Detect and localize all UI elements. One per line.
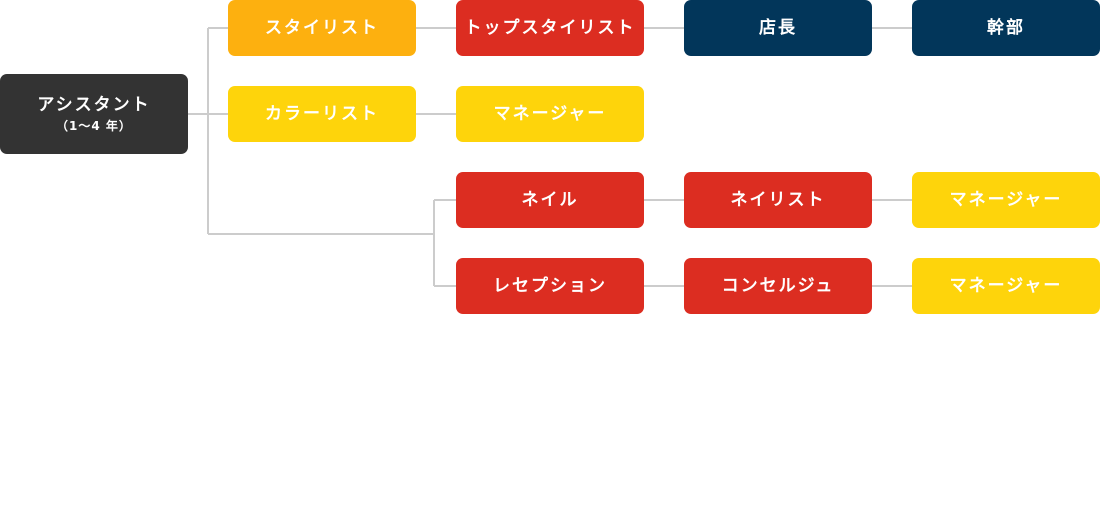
node-nailist: ネイリスト xyxy=(684,172,872,228)
node-top-stylist: トップスタイリスト xyxy=(456,0,644,56)
node-nail-label: ネイル xyxy=(521,189,579,210)
node-assistant-sub: （1〜4 年） xyxy=(56,119,132,133)
node-reception-label: レセプション xyxy=(493,275,607,296)
node-assistant: アシスタント （1〜4 年） xyxy=(0,74,188,154)
node-nail: ネイル xyxy=(456,172,644,228)
node-nail-manager: マネージャー xyxy=(912,172,1100,228)
node-colorist-manager: マネージャー xyxy=(456,86,644,142)
node-stylist: スタイリスト xyxy=(228,0,416,56)
node-nailist-label: ネイリスト xyxy=(730,189,826,210)
node-colorist-manager-label: マネージャー xyxy=(493,103,607,124)
node-colorist: カラーリスト xyxy=(228,86,416,142)
node-top-stylist-label: トップスタイリスト xyxy=(464,17,636,38)
node-nail-manager-label: マネージャー xyxy=(949,189,1063,210)
node-assistant-label: アシスタント xyxy=(37,94,151,115)
node-reception-manager: マネージャー xyxy=(912,258,1100,314)
node-concierge: コンセルジュ xyxy=(684,258,872,314)
node-store-manager-label: 店長 xyxy=(759,17,797,38)
node-stylist-label: スタイリスト xyxy=(265,17,379,38)
node-concierge-label: コンセルジュ xyxy=(721,275,835,296)
node-executive: 幹部 xyxy=(912,0,1100,56)
node-reception-manager-label: マネージャー xyxy=(949,275,1063,296)
node-store-manager: 店長 xyxy=(684,0,872,56)
node-reception: レセプション xyxy=(456,258,644,314)
node-colorist-label: カラーリスト xyxy=(265,103,379,124)
node-executive-label: 幹部 xyxy=(987,17,1025,38)
